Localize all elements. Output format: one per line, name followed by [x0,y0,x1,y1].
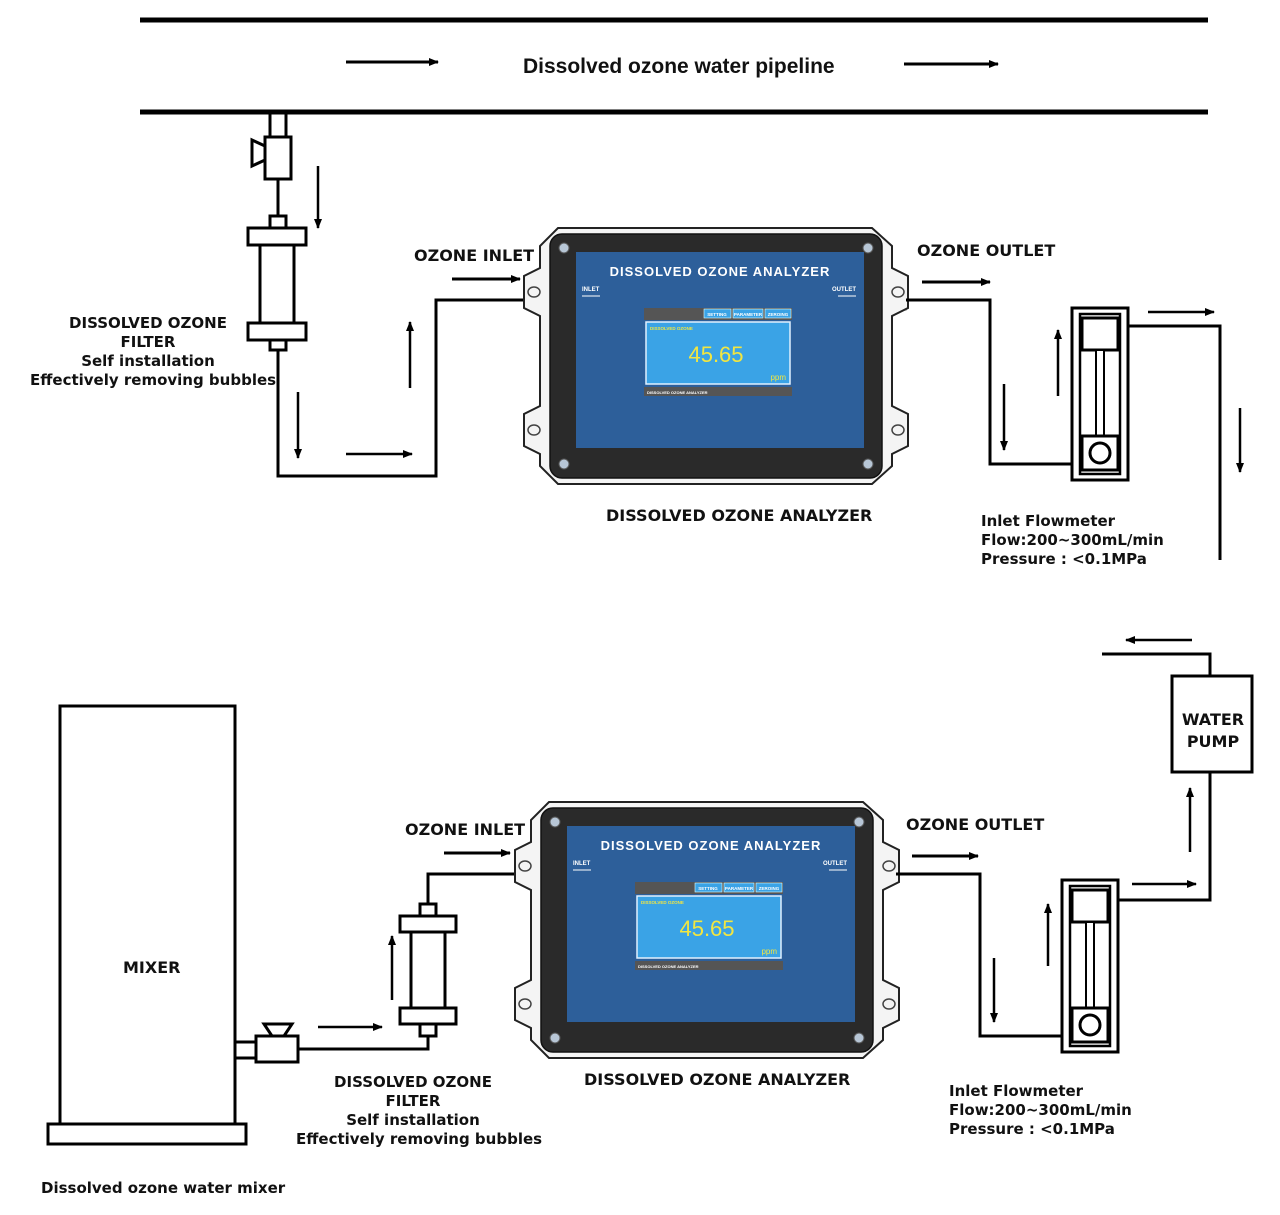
top-flowmeter-label: Inlet Flowmeter Flow:200~300mL/min Press… [981,512,1164,569]
bottom-ozone-outlet-label: OZONE OUTLET [906,815,1045,834]
bottom-filter-label-line4: Effectively removing bubbles [296,1130,543,1148]
screen-inlet-label: INLET [582,287,600,293]
top-flowmeter-line2: Flow:200~300mL/min [981,531,1164,549]
screen-tab-zeroing[interactable] [764,308,792,319]
top-filter-label-line2: FILTER [120,333,176,351]
screen-tab-parameter[interactable] [732,308,764,319]
pipeline-title: Dissolved ozone water pipeline [523,55,835,78]
top-ozone-outlet-label: OZONE OUTLET [917,241,1056,260]
screen-inlet-label: INLET [573,861,591,867]
top-flowmeter-line1: Inlet Flowmeter [981,512,1116,530]
top-inlet-tubing [276,298,528,478]
svg-text:SETTING: SETTING [707,312,727,317]
top-filter-label-line1: DISSOLVED OZONE [69,314,227,332]
top-return-tubing [1128,324,1222,560]
bottom-filter-label-line3: Self installation [346,1111,480,1129]
top-flowmeter [1070,306,1130,482]
water-pump-label: WATER PUMP [1172,709,1254,753]
screen-title: DISSOLVED OZONE ANALYZER [610,264,831,279]
mixer-tank [46,704,248,1146]
svg-text:ZEROING: ZEROING [768,312,789,317]
svg-text:PARAMETER: PARAMETER [734,312,763,317]
screen-unit: ppm [761,947,777,956]
screen-tab-zeroing[interactable] [755,882,783,893]
screen-footer: DISSOLVED OZONE ANALYZER [638,964,699,969]
bottom-flowmeter-label: Inlet Flowmeter Flow:200~300mL/min Press… [949,1082,1132,1139]
bottom-filter-to-analyzer-tubing [426,872,518,904]
screen-outlet-label: OUTLET [832,287,856,293]
top-sampling-valve [250,111,293,216]
bottom-flowmeter [1060,878,1120,1054]
top-filter-label-line4: Effectively removing bubbles [30,371,277,389]
bottom-outlet-tubing [896,872,1063,1038]
svg-text:ZEROING: ZEROING [759,886,780,891]
mixer-label: MIXER [123,958,181,977]
screen-value: 45.65 [679,916,734,941]
screen-footer: DISSOLVED OZONE ANALYZER [647,390,708,395]
water-pump-line2: PUMP [1186,732,1240,751]
bottom-valve [233,1022,300,1064]
bottom-flowmeter-line2: Flow:200~300mL/min [949,1101,1132,1119]
bottom-filter-label: DISSOLVED OZONE FILTER Self installation… [296,1073,543,1149]
screen-tab-setting[interactable] [703,308,732,319]
svg-text:SETTING: SETTING [698,886,718,891]
top-ozone-filter [246,214,308,352]
bottom-flowmeter-line1: Inlet Flowmeter [949,1082,1084,1100]
bottom-return-tubing [1118,772,1212,902]
top-analyzer-caption: DISSOLVED OZONE ANALYZER [606,506,873,525]
water-pump [1170,674,1254,774]
top-analyzer-screen: DISSOLVED OZONE ANALYZER INLET OUTLET SE… [582,264,856,396]
top-ozone-inlet-label: OZONE INLET [414,246,535,265]
bottom-ozone-filter [398,902,458,1038]
bottom-analyzer-screen: DISSOLVED OZONE ANALYZER INLET OUTLET SE… [573,838,847,970]
bottom-inlet-tubing [298,1036,430,1051]
top-flowmeter-line3: Pressure : <0.1MPa [981,550,1147,568]
screen-tab-parameter[interactable] [723,882,755,893]
screen-unit: ppm [770,373,786,382]
mixer-caption: Dissolved ozone water mixer [41,1179,286,1197]
top-filter-label-line3: Self installation [81,352,215,370]
top-outlet-tubing [906,298,1073,466]
bottom-flowmeter-line3: Pressure : <0.1MPa [949,1120,1115,1138]
bottom-filter-label-line1: DISSOLVED OZONE [334,1073,492,1091]
water-pump-line1: WATER [1181,710,1245,729]
screen-tab-setting[interactable] [694,882,723,893]
bottom-filter-label-line2: FILTER [385,1092,441,1110]
screen-reading-label: DISSOLVED OZONE [641,900,684,905]
screen-value: 45.65 [688,342,743,367]
bottom-analyzer-caption: DISSOLVED OZONE ANALYZER [584,1070,851,1089]
bottom-ozone-inlet-label: OZONE INLET [405,820,526,839]
screen-reading-label: DISSOLVED OZONE [650,326,693,331]
svg-text:PARAMETER: PARAMETER [725,886,754,891]
screen-outlet-label: OUTLET [823,861,847,867]
top-filter-label: DISSOLVED OZONE FILTER Self installation… [30,314,277,390]
screen-title: DISSOLVED OZONE ANALYZER [601,838,822,853]
pump-discharge-tubing [1102,652,1212,676]
